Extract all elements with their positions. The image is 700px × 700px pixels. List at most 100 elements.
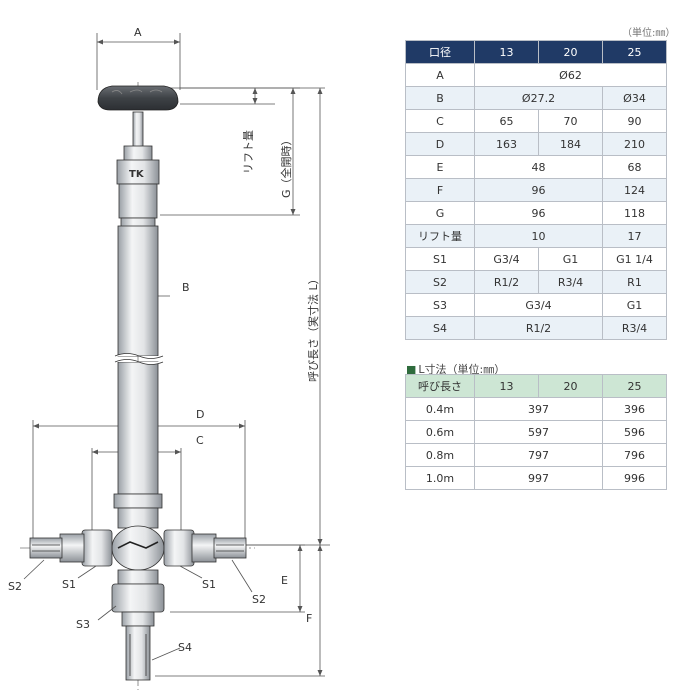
- spec-value-cell: 70: [538, 109, 603, 133]
- spec-value-cell: G1 1/4: [602, 247, 667, 271]
- spec-value-cell: R3/4: [538, 270, 603, 294]
- spec-header-cell: 口径: [405, 40, 475, 64]
- l-value-cell: 997: [474, 466, 603, 490]
- label-s1-right: S1: [202, 578, 216, 591]
- spec-header-cell: 20: [538, 40, 603, 64]
- spec-value-cell: 184: [538, 132, 603, 156]
- l-header-cell: 25: [602, 374, 667, 398]
- spec-value-cell: 96: [474, 178, 603, 202]
- l-value-cell: 396: [602, 397, 667, 421]
- spec-value-cell: 68: [602, 155, 667, 179]
- spec-value-cell: 163: [474, 132, 539, 156]
- spec-value-cell: G3/4: [474, 293, 603, 317]
- l-row-label: 0.6m: [405, 420, 475, 444]
- label-g: G（全開時）: [279, 134, 293, 198]
- spec-row-label: A: [405, 63, 475, 87]
- l-value-cell: 596: [602, 420, 667, 444]
- spec-value-cell: G1: [538, 247, 603, 271]
- l-value-cell: 397: [474, 397, 603, 421]
- l-value-cell: 996: [602, 466, 667, 490]
- spec-value-cell: Ø62: [474, 63, 667, 87]
- tk-logo: TK: [129, 169, 145, 180]
- label-s4: S4: [178, 641, 192, 654]
- valve-drawing: TK A B D C: [8, 26, 330, 690]
- spec-value-cell: Ø34: [602, 86, 667, 110]
- l-row-label: 1.0m: [405, 466, 475, 490]
- label-c: C: [196, 434, 204, 447]
- unit-note: （単位:㎜）: [622, 28, 676, 39]
- spec-value-cell: 17: [602, 224, 667, 248]
- spec-value-cell: 48: [474, 155, 603, 179]
- l-value-cell: 597: [474, 420, 603, 444]
- spec-row-label: G: [405, 201, 475, 225]
- l-value-cell: 797: [474, 443, 603, 467]
- spec-value-cell: 118: [602, 201, 667, 225]
- spec-value-cell: G3/4: [474, 247, 539, 271]
- spec-value-cell: 10: [474, 224, 603, 248]
- label-l: 呼び長さ（実寸法 L）: [306, 273, 320, 382]
- l-header-cell: 13: [474, 374, 539, 398]
- label-s1-left: S1: [62, 578, 76, 591]
- handle-wheel: [97, 85, 179, 111]
- spec-row-label: S1: [405, 247, 475, 271]
- spec-row-label: S2: [405, 270, 475, 294]
- spec-row-label: S3: [405, 293, 475, 317]
- spec-row-label: E: [405, 155, 475, 179]
- label-a: A: [134, 26, 142, 39]
- spec-row-label: リフト量: [405, 224, 475, 248]
- label-s3: S3: [76, 618, 90, 631]
- l-section-title: ■L寸法（単位:㎜）: [406, 363, 506, 376]
- spec-value-cell: R1/2: [474, 270, 539, 294]
- l-header-cell: 呼び長さ: [405, 374, 475, 398]
- l-row-label: 0.4m: [405, 397, 475, 421]
- l-header-cell: 20: [538, 374, 603, 398]
- spec-value-cell: 90: [602, 109, 667, 133]
- spec-row-label: B: [405, 86, 475, 110]
- spec-row-label: D: [405, 132, 475, 156]
- spec-value-cell: R1: [602, 270, 667, 294]
- spec-header-cell: 13: [474, 40, 539, 64]
- label-s2-left: S2: [8, 580, 22, 593]
- spec-value-cell: 96: [474, 201, 603, 225]
- label-s2-right: S2: [252, 593, 266, 606]
- label-lift: リフト量: [242, 130, 255, 174]
- spec-value-cell: 65: [474, 109, 539, 133]
- label-f: F: [306, 612, 312, 625]
- spec-value-cell: 124: [602, 178, 667, 202]
- spec-header-cell: 25: [602, 40, 667, 64]
- spec-value-cell: Ø27.2: [474, 86, 603, 110]
- l-value-cell: 796: [602, 443, 667, 467]
- spec-value-cell: G1: [602, 293, 667, 317]
- l-row-label: 0.8m: [405, 443, 475, 467]
- label-b: B: [182, 281, 190, 294]
- spec-value-cell: R3/4: [602, 316, 667, 340]
- label-d: D: [196, 408, 204, 421]
- label-e: E: [281, 574, 288, 587]
- square-bullet-icon: ■: [406, 363, 417, 376]
- spec-value-cell: R1/2: [474, 316, 603, 340]
- spec-value-cell: 210: [602, 132, 667, 156]
- spec-row-label: S4: [405, 316, 475, 340]
- spec-row-label: C: [405, 109, 475, 133]
- spec-row-label: F: [405, 178, 475, 202]
